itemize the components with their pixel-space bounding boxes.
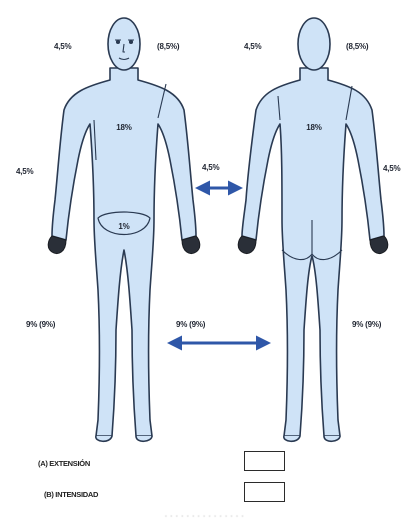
- bottom-caption: · · · · · · · · · · · · · · ·: [0, 513, 409, 520]
- intensity-label: (B) INTENSIDAD: [44, 490, 98, 499]
- front-genital-percent: 1%: [118, 222, 129, 231]
- intensity-input-box[interactable]: [244, 482, 285, 502]
- front-leg-right-percent: 9% (9%): [176, 320, 205, 329]
- back-right-foot: [324, 436, 340, 441]
- back-trunk-percent: 18%: [306, 123, 321, 132]
- back-head-right-percent: (8,5%): [346, 42, 368, 51]
- front-head-right-percent: (8,5%): [157, 42, 179, 51]
- back-leg-right-percent: 9% (9%): [352, 320, 381, 329]
- back-head: [298, 18, 330, 70]
- front-head-left-percent: 4,5%: [54, 42, 71, 51]
- extension-label: (A) EXTENSIÓN: [38, 459, 90, 468]
- back-figure: [242, 18, 384, 441]
- front-right-foot: [136, 436, 152, 441]
- back-arm-left-percent: 4,5%: [202, 163, 219, 172]
- front-arm-left-percent: 4,5%: [16, 167, 33, 176]
- back-arm-right-percent: 4,5%: [383, 164, 400, 173]
- back-head-left-percent: 4,5%: [244, 42, 261, 51]
- front-left-foot: [96, 436, 112, 441]
- front-trunk-percent: 18%: [116, 123, 131, 132]
- front-leg-left-percent: 9% (9%): [26, 320, 55, 329]
- back-left-foot: [284, 436, 300, 441]
- extension-input-box[interactable]: [244, 451, 285, 471]
